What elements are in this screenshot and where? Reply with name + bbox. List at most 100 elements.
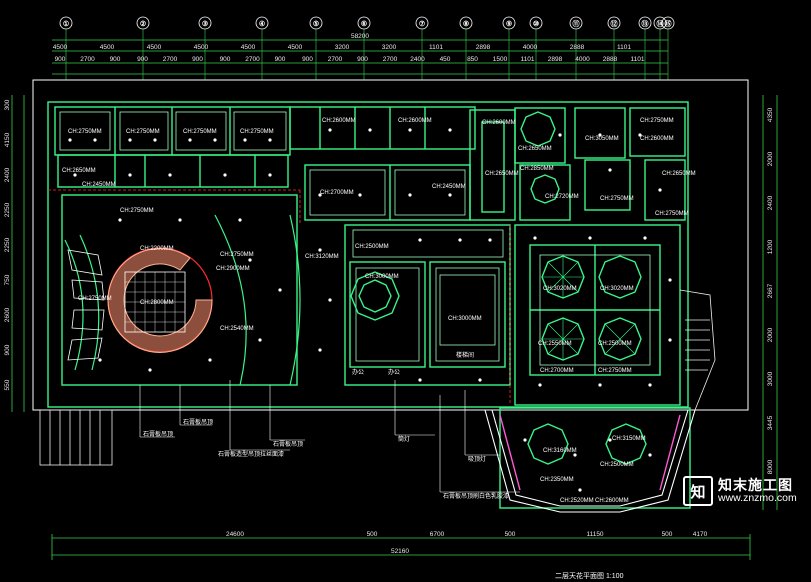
drawing-title: 二层天花平面图 1:100 bbox=[555, 571, 624, 580]
bottom-dimension-lines bbox=[51, 534, 751, 560]
top-dim-row2: 900 bbox=[357, 56, 368, 63]
right-dim: 3445 bbox=[767, 415, 774, 430]
downlight-fixtures bbox=[68, 128, 672, 492]
grid-bubble-label: ⑩ bbox=[533, 20, 539, 28]
callout-8: 石膏板吊顶刷白色乳胶漆 bbox=[443, 492, 509, 500]
left-dim: 2600 bbox=[4, 307, 11, 322]
downlight bbox=[68, 138, 72, 142]
ceiling-height-label: CH:2350MM bbox=[540, 477, 574, 483]
bottom-dim-row1: 500 bbox=[367, 531, 378, 538]
grid-bubble-label: ② bbox=[140, 20, 146, 28]
downlight bbox=[598, 133, 602, 137]
downlight bbox=[478, 378, 482, 382]
lobby-accent bbox=[499, 414, 681, 491]
ceiling-height-label: CH:2900MM bbox=[216, 266, 250, 272]
right-dim: 8000 bbox=[767, 459, 774, 474]
downlight bbox=[328, 128, 332, 132]
downlight bbox=[573, 453, 577, 457]
bottom-dim-row1: 6700 bbox=[430, 531, 445, 538]
left-dim: 900 bbox=[4, 344, 11, 355]
grid-bubble-label: ⑮ bbox=[665, 19, 672, 28]
left-dim: 2250 bbox=[4, 237, 11, 252]
ceiling-height-labels: CH:2750MM CH:2750MM CH:2750MM CH:2750MM CH:2… bbox=[62, 118, 696, 504]
callout-3: 石膏板造型吊顶拉丝面漆 bbox=[218, 450, 284, 458]
callout-texts: 石膏板吊顶 石膏板吊顶 石膏板造型吊顶拉丝面漆 石膏板吊顶 筒灯 吸顶灯 石膏板… bbox=[143, 418, 509, 500]
ceiling-height-label: CH:2750MM bbox=[120, 208, 154, 214]
ceiling-height-label: CH:3150MM bbox=[612, 436, 646, 442]
top-dim-row2: 2700 bbox=[383, 56, 398, 63]
downlight bbox=[188, 138, 192, 142]
top-dim-row1: 4500 bbox=[241, 44, 256, 51]
callout-leaders bbox=[139, 380, 520, 493]
downlight bbox=[98, 358, 102, 362]
ceiling-height-label: CH:2650MM bbox=[518, 146, 552, 152]
grid-bubble-label: ⑤ bbox=[313, 20, 319, 28]
top-dim-row1: 2888 bbox=[570, 44, 585, 51]
bottom-dim-overall: 52160 bbox=[391, 548, 409, 555]
downlight bbox=[648, 453, 652, 457]
top-dim-row1: 2898 bbox=[476, 44, 491, 51]
top-dim-row2: 900 bbox=[110, 56, 121, 63]
downlight bbox=[278, 288, 282, 292]
grid-bubble-label: ③ bbox=[202, 20, 208, 28]
ceiling-height-label: CH:2500MM bbox=[600, 462, 634, 468]
downlight bbox=[328, 298, 332, 302]
ceiling-height-label: CH:2500MM bbox=[355, 244, 389, 250]
right-dimension-lines bbox=[762, 95, 778, 510]
grid-bubble-label: ④ bbox=[259, 20, 265, 28]
ceiling-height-label: CH:2600MM bbox=[322, 118, 356, 124]
grid-bubble-label: ① bbox=[63, 20, 69, 28]
bottom-dim-row1: 11150 bbox=[586, 531, 603, 538]
top-dim-row2: 1101 bbox=[521, 56, 535, 63]
ceiling-height-label: CH:3050MM bbox=[585, 136, 619, 142]
ceiling-height-label: CH:3020MM bbox=[543, 286, 577, 292]
ceiling-height-label: CH:2750MM bbox=[655, 211, 689, 217]
ceiling-height-label: CH:2750MM bbox=[68, 129, 102, 135]
watermark: 知 知末施工图 www.znzmo.com bbox=[683, 470, 809, 512]
downlight bbox=[368, 128, 372, 132]
top-dim-row2: 900 bbox=[192, 56, 203, 63]
downlight bbox=[418, 378, 422, 382]
round-ceiling-feature bbox=[107, 247, 213, 353]
downlight bbox=[243, 138, 247, 142]
downlight bbox=[128, 138, 132, 142]
top-dim-row1: 1101 bbox=[429, 44, 443, 51]
downlight bbox=[318, 248, 322, 252]
left-dim: 4150 bbox=[4, 132, 11, 147]
top-dim-row2: 2898 bbox=[548, 56, 563, 63]
callout-4: 石膏板吊顶 bbox=[273, 440, 303, 448]
top-dim-row2: 450 bbox=[440, 56, 451, 63]
top-dim-row2: 900 bbox=[137, 56, 148, 63]
ceiling-height-label: CH:2750MM bbox=[183, 129, 217, 135]
top-dim-row2: 2888 bbox=[603, 56, 618, 63]
top-dim-row1: 4000 bbox=[523, 44, 538, 51]
downlight bbox=[458, 238, 462, 242]
downlight bbox=[248, 258, 252, 262]
room-notes: 办公 办公 楼梯间 bbox=[352, 351, 474, 376]
grid-bubble-label: ⑬ bbox=[642, 19, 649, 28]
room-note-office-1: 办公 bbox=[352, 368, 364, 376]
ceiling-height-label: CH:2750MM bbox=[600, 196, 634, 202]
right-dim: 2400 bbox=[767, 195, 774, 210]
callout-2: 石膏板吊顶 bbox=[183, 418, 213, 426]
left-dimension-lines bbox=[11, 95, 25, 412]
room-note-office-2: 办公 bbox=[388, 368, 400, 376]
top-dim-row2: 900 bbox=[302, 56, 313, 63]
top-dimension-lines bbox=[52, 39, 668, 75]
ceiling-height-label: CH:3000MM bbox=[448, 316, 482, 322]
right-dim: 2000 bbox=[767, 327, 774, 342]
top-dim-row1: 1101 bbox=[617, 44, 631, 51]
curved-ceiling-lines bbox=[64, 214, 301, 386]
bottom-dim-row1: 500 bbox=[505, 531, 516, 538]
top-dim-row2: 900 bbox=[275, 56, 286, 63]
left-dim: 2400 bbox=[4, 167, 11, 182]
ceiling-height-label: CH:2500MM bbox=[598, 341, 632, 347]
downlight bbox=[178, 218, 182, 222]
ceiling-height-label: CH:2450MM bbox=[82, 182, 116, 188]
callout-7: 吸顶灯 bbox=[468, 455, 486, 463]
